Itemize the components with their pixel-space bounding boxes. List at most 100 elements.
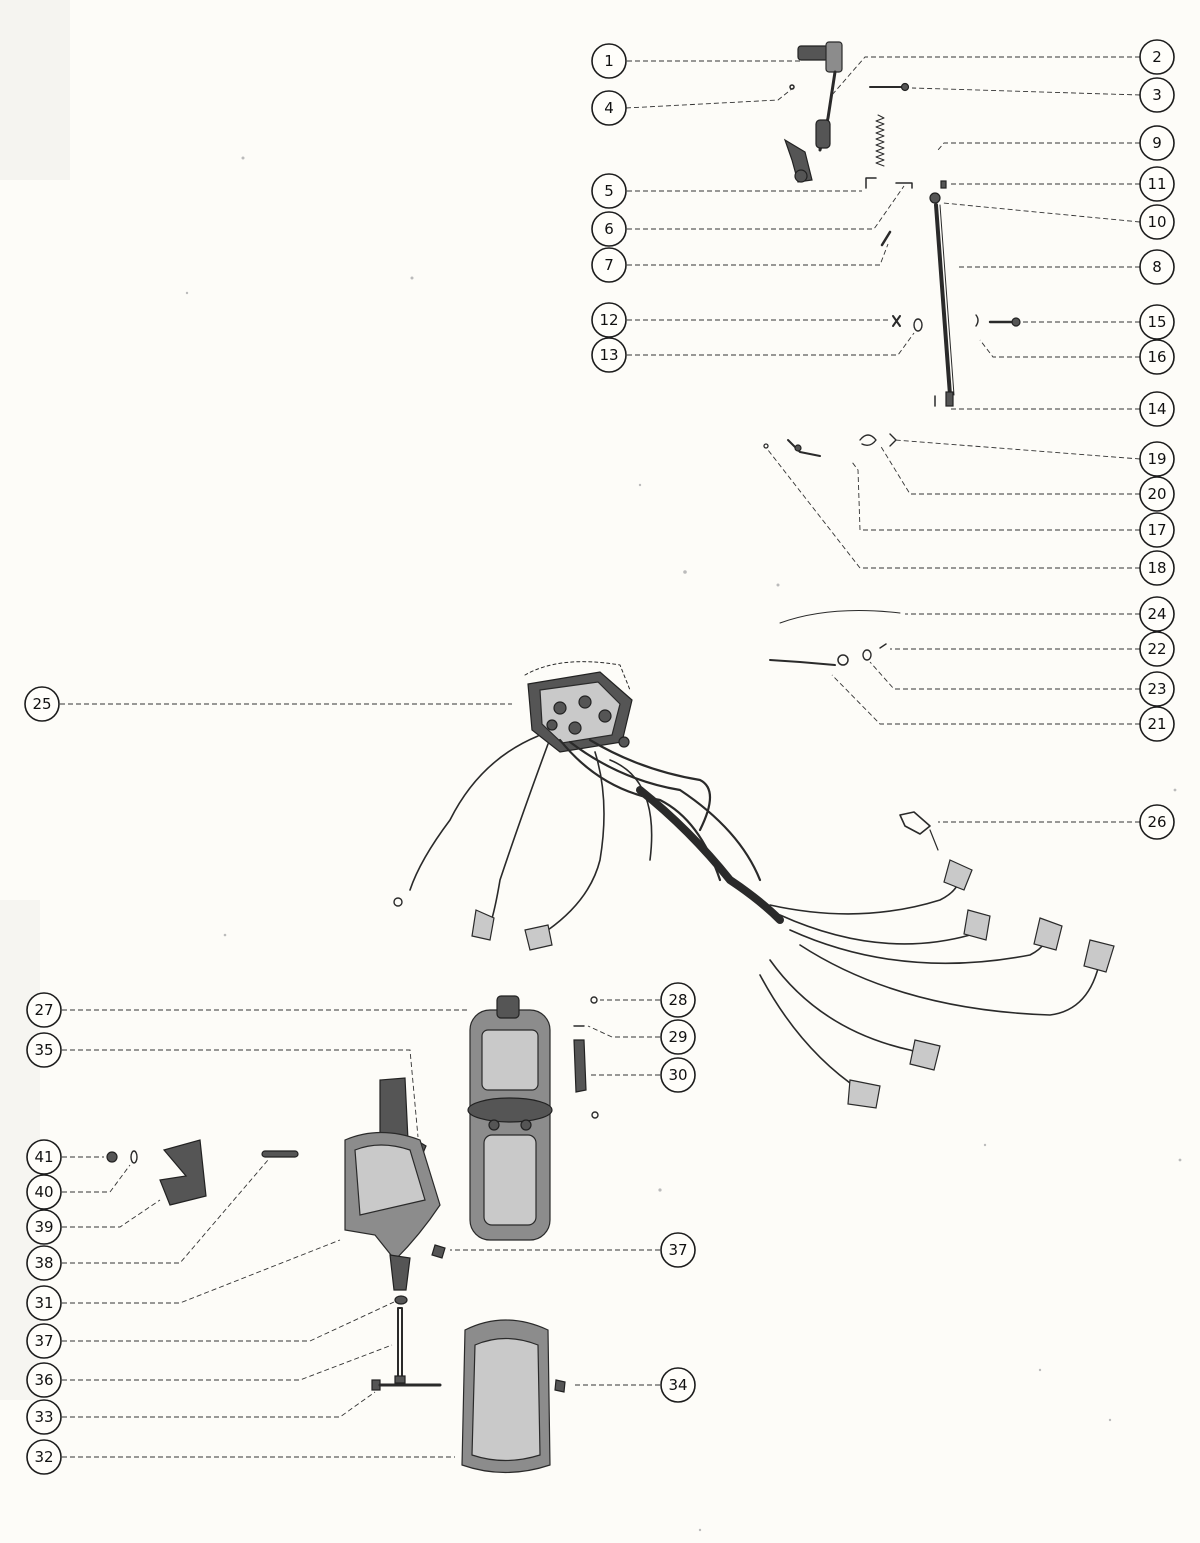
callout-6-label: 6 [604,220,614,238]
callout-10-label: 10 [1147,213,1166,231]
callout-20-label: 20 [1147,485,1166,503]
advance-rod-8-icon [929,180,955,407]
callout-30-label: 30 [668,1066,687,1084]
callout-40: 40 [26,1174,62,1210]
cap-clip-assembly [783,41,843,183]
callout-35-label: 35 [34,1041,53,1059]
leader-lines [60,56,1141,1458]
callout-9: 9 [1139,125,1175,161]
bracket-hardware-38-41-icon [106,1139,299,1206]
callout-2: 2 [1139,39,1175,75]
screw-3-icon [869,82,910,92]
callout-17: 17 [1139,512,1175,548]
callout-33: 33 [26,1399,62,1435]
callout-25: 25 [24,686,60,722]
callout-26-label: 26 [1147,813,1166,831]
callout-39: 39 [26,1209,62,1245]
callout-38: 38 [26,1245,62,1281]
callout-29-label: 29 [668,1028,687,1046]
callout-31-label: 31 [34,1294,53,1312]
callout-34-label: 34 [668,1376,687,1394]
callout-15: 15 [1139,304,1175,340]
nut-34-icon [554,1379,566,1393]
pin-7-icon [880,230,892,247]
callout-11: 11 [1139,166,1175,202]
callout-11-label: 11 [1147,175,1166,193]
callout-24-label: 24 [1147,605,1166,623]
coil-hardware-28-30-icon [573,996,599,1119]
coil-clamp-band-icon [461,1319,551,1474]
bolt-36-icon [394,1307,406,1384]
callout-19: 19 [1139,441,1175,477]
callout-4-label: 4 [604,99,614,117]
nut-37-icon [394,1244,446,1305]
callout-27: 27 [26,992,62,1028]
callout-12-label: 12 [599,311,618,329]
callout-33-label: 33 [34,1408,53,1426]
callout-9-label: 9 [1152,134,1162,152]
callout-40-label: 40 [34,1183,53,1201]
callout-36: 36 [26,1362,62,1398]
spring-5-icon [865,114,885,189]
callout-14: 14 [1139,391,1175,427]
callout-3-label: 3 [1152,86,1162,104]
callout-38-label: 38 [34,1254,53,1272]
callout-26: 26 [1139,804,1175,840]
callout-5: 5 [591,173,627,209]
callout-7: 7 [591,247,627,283]
callout-18-label: 18 [1147,559,1166,577]
callout-32-label: 32 [34,1448,53,1466]
callout-27-label: 27 [34,1001,53,1019]
terminal-26-icon [899,811,939,851]
callout-3: 3 [1139,77,1175,113]
scan-noise [185,156,1182,1532]
callout-13-label: 13 [599,346,618,364]
callout-34: 34 [660,1367,696,1403]
coil-bracket-31-icon [344,1077,441,1291]
ignition-coil-icon [467,995,553,1241]
callout-35: 35 [26,1032,62,1068]
callout-28: 28 [660,982,696,1018]
callout-14-label: 14 [1147,400,1166,418]
hardware-17-20-icon [763,433,897,457]
callout-23: 23 [1139,671,1175,707]
callout-37-upper-label: 37 [668,1241,687,1259]
callout-32: 32 [26,1439,62,1475]
distributor-cap-wire-harness [393,661,1115,1109]
callout-17-label: 17 [1147,521,1166,539]
clip-6-icon [895,182,913,189]
callout-12: 12 [591,302,627,338]
callout-21: 21 [1139,706,1175,742]
callout-22: 22 [1139,631,1175,667]
callout-2-label: 2 [1152,48,1162,66]
callout-4: 4 [591,90,627,126]
callout-30: 30 [660,1057,696,1093]
callout-28-label: 28 [668,991,687,1009]
callout-8: 8 [1139,249,1175,285]
callout-31: 31 [26,1285,62,1321]
callout-18: 18 [1139,550,1175,586]
callout-10: 10 [1139,204,1175,240]
callout-36-label: 36 [34,1371,53,1389]
callout-39-label: 39 [34,1218,53,1236]
callout-19-label: 19 [1147,450,1166,468]
callout-25-label: 25 [32,695,51,713]
callout-6: 6 [591,211,627,247]
callout-37-lower-label: 37 [34,1332,53,1350]
callout-29: 29 [660,1019,696,1055]
callout-37-upper: 37 [660,1232,696,1268]
callout-8-label: 8 [1152,258,1162,276]
callout-16: 16 [1139,339,1175,375]
callout-7-label: 7 [604,256,614,274]
callout-5-label: 5 [604,182,614,200]
callout-37-lower: 37 [26,1323,62,1359]
screw-15-16-icon [975,314,1021,327]
callout-15-label: 15 [1147,313,1166,331]
callout-22-label: 22 [1147,640,1166,658]
nut-washer-12-13-icon [892,315,923,332]
ground-wire-21-24-icon [769,610,901,666]
callout-24: 24 [1139,596,1175,632]
callout-21-label: 21 [1147,715,1166,733]
callout-1-label: 1 [604,52,614,70]
